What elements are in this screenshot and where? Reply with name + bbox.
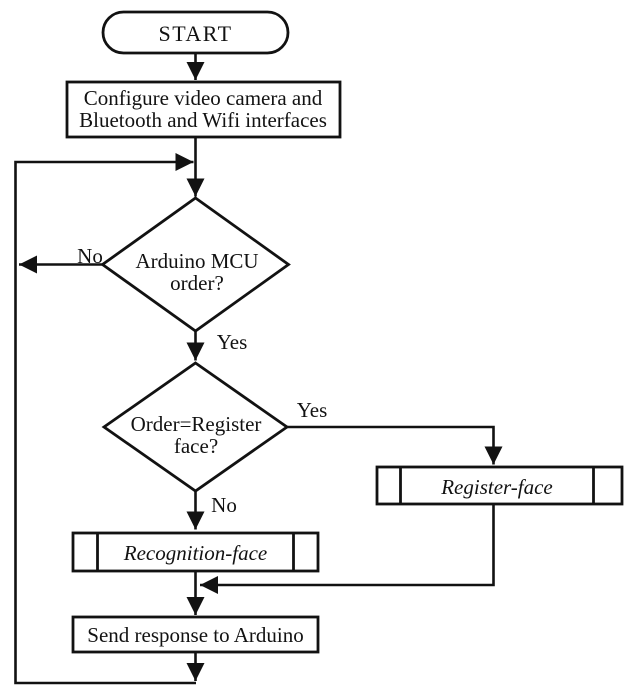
edge-loopback-rail	[14, 153, 196, 685]
recognition-face-label: Recognition-face	[123, 541, 267, 565]
configure-label-line2: Bluetooth and Wifi interfaces	[79, 108, 327, 132]
decision-order-no-label: No	[77, 244, 103, 268]
decision-register-label-line1: Order=Register	[131, 412, 262, 436]
decision-order-label-line2: order?	[170, 271, 224, 295]
register-face-subroutine-box	[375, 465, 624, 506]
register-face-label: Register-face	[440, 475, 553, 499]
decision-register-diamond	[101, 361, 290, 493]
decision-register-label-line2: face?	[174, 434, 218, 458]
decision-order-diamond	[100, 196, 291, 333]
edge-register-to-join	[200, 503, 495, 594]
start-label: START	[158, 21, 232, 46]
decision-order-label-line1: Arduino MCU	[135, 249, 258, 273]
edge-decision-register-yes	[285, 425, 503, 465]
recognition-face-subroutine-box	[71, 531, 320, 573]
send-response-process-box	[71, 615, 320, 654]
send-response-label: Send response to Arduino	[87, 623, 303, 647]
start-terminator	[101, 10, 290, 55]
decision-order-yes-label: Yes	[217, 330, 248, 354]
decision-register-no-label: No	[211, 493, 237, 517]
configure-process-box	[65, 80, 342, 139]
decision-register-yes-label: Yes	[297, 398, 328, 422]
configure-label-line1: Configure video camera and	[84, 86, 323, 110]
